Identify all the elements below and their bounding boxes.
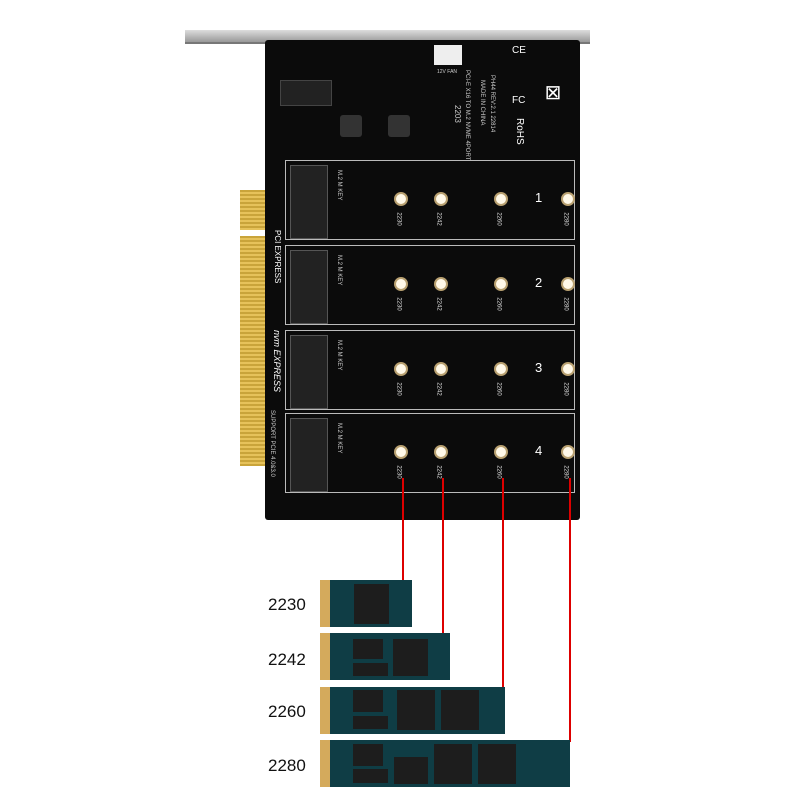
m2-slot-3 <box>285 330 575 410</box>
standoff-hole <box>494 192 508 206</box>
standoff-hole <box>394 277 408 291</box>
slot-key-label: M.2 M KEY <box>336 423 342 454</box>
slot-number: 1 <box>535 190 543 205</box>
m2-connector <box>290 165 328 239</box>
size-label: 2280 <box>562 382 569 396</box>
slot-key-label: M.2 M KEY <box>336 170 342 201</box>
size-label: 2230 <box>395 297 402 311</box>
ssd-chip <box>441 690 479 730</box>
ssd-label: 2280 <box>268 756 306 775</box>
gold-fingers-long <box>240 236 268 466</box>
fc-mark: FC <box>512 95 526 106</box>
standoff-hole <box>561 445 575 459</box>
size-label: 2260 <box>495 297 502 311</box>
line-2242 <box>442 478 444 636</box>
ssd-chip <box>434 744 472 784</box>
ssd-chip <box>353 639 383 659</box>
date-code: 2203 <box>453 105 462 123</box>
size-label: 2260 <box>495 382 502 396</box>
slot-number: 3 <box>535 360 543 375</box>
size-label: 2260 <box>495 465 502 479</box>
m2-slot-1 <box>285 160 575 240</box>
ssd-chip <box>354 584 389 624</box>
standoff-hole <box>494 445 508 459</box>
size-label: 2230 <box>395 465 402 479</box>
m2-connector <box>290 335 328 409</box>
rev-text: PH44 REV:2.1 22814 <box>489 75 495 133</box>
slot-number: 2 <box>535 275 543 290</box>
m2-connector <box>290 418 328 492</box>
ssd-chip <box>478 744 516 784</box>
ssd-label: 2230 <box>268 595 306 614</box>
size-label: 2260 <box>495 212 502 226</box>
size-label: 2242 <box>435 212 442 226</box>
standoff-hole <box>434 362 448 376</box>
slot-key-label: M.2 M KEY <box>336 255 342 286</box>
made-in-text: MADE IN CHINA <box>479 80 485 126</box>
pci-express-logo: PCI EXPRESS <box>273 230 282 284</box>
ssd-connector <box>320 633 330 680</box>
ssd-label: 2260 <box>268 702 306 721</box>
fan-label: 12V FAN <box>437 69 458 75</box>
size-label: 2280 <box>562 212 569 226</box>
line-2280 <box>569 478 571 742</box>
size-label: 2280 <box>562 297 569 311</box>
ssd-connector <box>320 580 330 627</box>
ssd-chip <box>397 690 435 730</box>
size-label: 2242 <box>435 465 442 479</box>
line-2230 <box>402 478 404 582</box>
support-text: SUPPORT PCIE 4.0&3.0 <box>269 410 275 477</box>
standoff-hole <box>561 277 575 291</box>
ssd-chip <box>353 716 388 729</box>
standoff-hole <box>394 362 408 376</box>
fan-connector <box>434 45 462 65</box>
inductor <box>340 115 362 137</box>
slot-number: 4 <box>535 443 543 458</box>
m2-slot-4 <box>285 413 575 493</box>
standoff-hole <box>434 445 448 459</box>
size-label: 2242 <box>435 382 442 396</box>
ssd-chip <box>394 757 428 784</box>
standoff-hole <box>561 192 575 206</box>
size-label: 2230 <box>395 212 402 226</box>
gold-fingers-short <box>240 190 268 230</box>
ssd-label: 2242 <box>268 650 306 669</box>
standoff-hole <box>494 362 508 376</box>
m2-connector <box>290 250 328 324</box>
ssd-connector <box>320 740 330 787</box>
size-label: 2242 <box>435 297 442 311</box>
rohs-mark: RoHS <box>514 118 525 145</box>
standoff-hole <box>394 445 408 459</box>
standoff-hole <box>494 277 508 291</box>
ssd-connector <box>320 687 330 734</box>
size-label: 2280 <box>562 465 569 479</box>
ssd-chip <box>393 639 428 676</box>
model-text: PCI-E X16 TO M.2 NVME 4PORT <box>464 70 470 161</box>
size-label: 2230 <box>395 382 402 396</box>
ssd-chip <box>353 690 383 712</box>
inductor <box>388 115 410 137</box>
ssd-chip <box>353 663 388 676</box>
m2-slot-2 <box>285 245 575 325</box>
standoff-hole <box>434 192 448 206</box>
standoff-hole <box>434 277 448 291</box>
standoff-hole <box>394 192 408 206</box>
standoff-hole <box>561 362 575 376</box>
ssd-chip <box>353 769 388 783</box>
ssd-pcb <box>330 633 450 680</box>
nvme-logo: nvm EXPRESS <box>272 330 282 393</box>
ce-mark: CE <box>512 45 526 56</box>
ssd-chip <box>353 744 383 766</box>
line-2260 <box>502 478 504 689</box>
controller-chip <box>280 80 332 106</box>
weee-bin-icon: ⊠ <box>544 82 562 104</box>
slot-key-label: M.2 M KEY <box>336 340 342 371</box>
